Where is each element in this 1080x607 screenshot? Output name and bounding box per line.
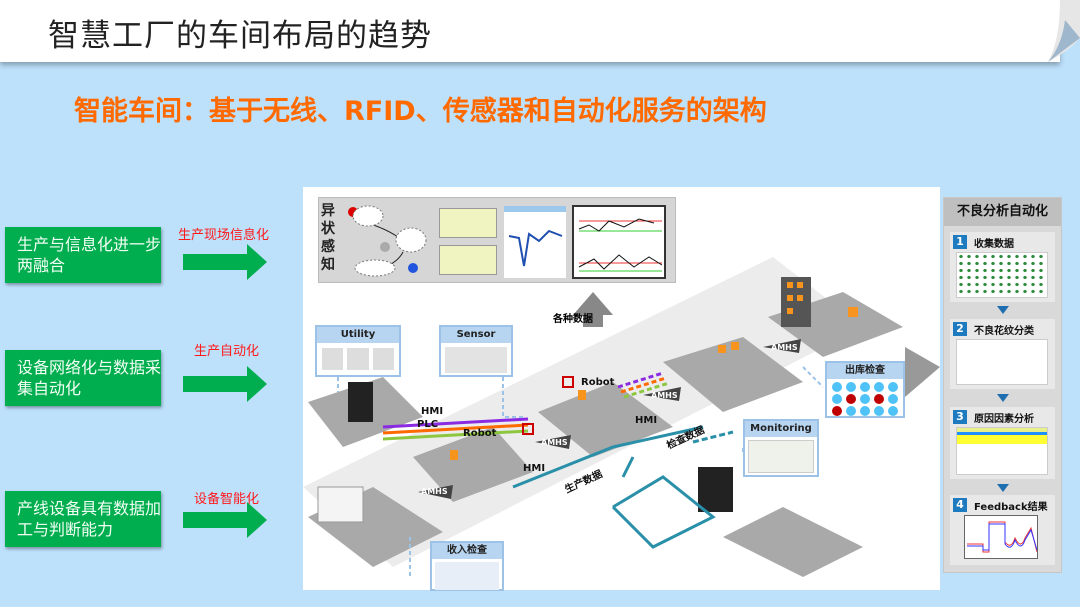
defect-analysis-title: 不良分析自动化	[944, 198, 1061, 226]
step-collect-data: 1 收集数据	[950, 232, 1055, 302]
feedback-chart-image	[964, 515, 1038, 559]
step-label: 原因因素分析	[974, 414, 1034, 425]
step-number: 2	[953, 322, 967, 336]
trend-label-informatization: 生产现场信息化	[178, 228, 270, 243]
trend-box-networking: 设备网络化与数据采集自动化	[5, 350, 161, 406]
defect-analysis-panel: 不良分析自动化 1 收集数据 2 不良花纹分类 3 原因因素分析 4 Feedback结…	[943, 197, 1062, 573]
monitoring-label: Monitoring	[745, 421, 817, 437]
robot-platform-1	[413, 427, 533, 502]
step-number: 3	[953, 410, 967, 424]
sensor-image	[445, 347, 507, 373]
analysis-table-image	[956, 427, 1048, 475]
server-rack-icon	[348, 382, 373, 422]
robot-label: Robot	[463, 428, 497, 439]
title-banner	[0, 0, 1060, 62]
arrow-down-icon	[997, 484, 1009, 492]
truck-icon	[317, 486, 364, 523]
pattern-classification-image	[956, 339, 1048, 385]
step-root-cause-analysis: 3 原因因素分析	[950, 407, 1055, 479]
arrow-down-icon	[997, 394, 1009, 402]
utility-box: Utility	[315, 325, 401, 377]
amhs-label: AMHS	[541, 438, 568, 447]
inbound-form-image	[435, 562, 499, 590]
trend-label-smart-equipment: 设备智能化	[194, 492, 260, 507]
trend-chart-thumbnail	[439, 208, 497, 238]
step-label: 收集数据	[974, 239, 1014, 250]
inbound-inspection-box: 收入检查	[430, 541, 504, 591]
scatter-data-image	[956, 252, 1048, 298]
trend-label-automation: 生产自动化	[194, 344, 260, 359]
temperature-chart-thumbnail	[504, 206, 566, 278]
page-curl-decoration	[1048, 0, 1080, 62]
hmi-label: HMI	[635, 415, 658, 426]
subtitle: 智能车间：基于无线、RFID、传感器和自动化服务的架构	[74, 96, 767, 127]
hmi-label: HMI	[523, 463, 546, 474]
state-transition-graphic	[348, 205, 427, 277]
arrow-right-icon	[183, 502, 267, 538]
step-label: 不良花纹分类	[974, 326, 1034, 337]
hmi-label: HMI	[421, 406, 444, 417]
step-number: 4	[953, 498, 967, 512]
robot-platform-2	[538, 382, 673, 457]
trend-chart-thumbnail	[439, 245, 497, 275]
server-rack-icon	[698, 467, 733, 512]
monitoring-box: Monitoring	[743, 419, 819, 477]
smart-workshop-diagram: 异状感知 各种数据 Utility Sensor Robot Robot HMI…	[303, 187, 940, 591]
amhs-label: AMHS	[651, 391, 678, 400]
amhs-label: AMHS	[771, 343, 798, 352]
sensor-box: Sensor	[439, 325, 513, 377]
step-defect-classification: 2 不良花纹分类	[950, 319, 1055, 389]
robot-label: Robot	[581, 377, 615, 388]
outbound-inspection-box: 出库检查	[825, 361, 905, 418]
control-chart-thumbnail	[572, 205, 666, 279]
fire-icon	[347, 348, 369, 370]
trend-box-integration: 生产与信息化进一步两融合	[5, 227, 161, 283]
anomaly-detection-label: 异状感知	[321, 203, 335, 273]
arrow-down-icon	[997, 306, 1009, 314]
faucet-icon	[372, 348, 394, 370]
inspection-desk-platform	[723, 507, 863, 577]
step-label: Feedback结果	[974, 502, 1048, 513]
step-number: 1	[953, 235, 967, 249]
page-title: 智慧工厂的车间布局的趋势	[48, 18, 432, 54]
power-icon	[322, 348, 344, 370]
anomaly-detection-panel: 异状感知	[318, 197, 676, 283]
sensor-label: Sensor	[441, 327, 511, 343]
flow-arrow-right	[905, 347, 940, 397]
arrow-right-icon	[183, 244, 267, 280]
arrow-right-icon	[183, 366, 267, 402]
various-data-label: 各种数据	[553, 314, 593, 325]
plc-label: PLC	[417, 419, 439, 430]
inbound-inspection-label: 收入检查	[432, 543, 502, 559]
monitoring-screen	[748, 440, 814, 473]
inspection-dots-grid	[832, 382, 898, 416]
step-feedback-result: 4 Feedback结果	[950, 495, 1055, 565]
packing-platform	[663, 337, 803, 412]
outbound-inspection-label: 出库检查	[827, 363, 903, 379]
amhs-arrows	[418, 339, 801, 499]
utility-label: Utility	[317, 327, 399, 343]
upload-arrow-icon	[573, 292, 613, 327]
factory-floor-illustration	[303, 257, 940, 577]
trend-box-intelligence: 产线设备具有数据加工与判断能力	[5, 491, 161, 547]
amhs-label: AMHS	[421, 487, 448, 496]
